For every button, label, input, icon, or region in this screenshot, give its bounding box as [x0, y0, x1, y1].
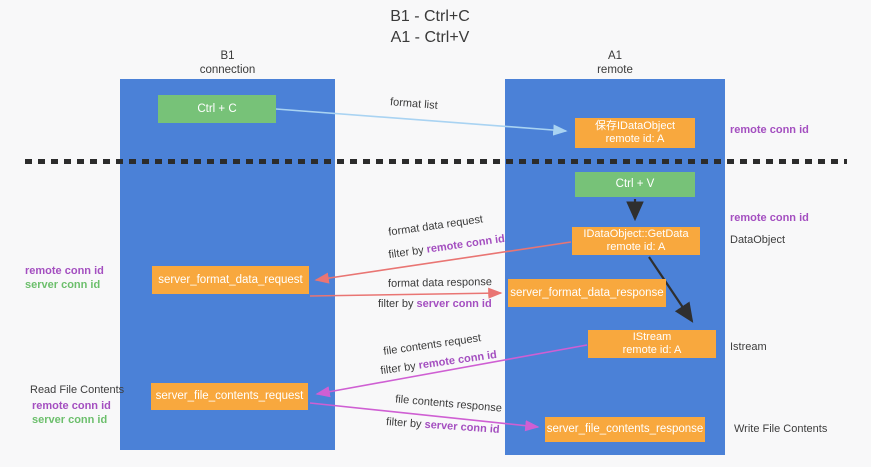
- ctrl-c-label: Ctrl + C: [197, 102, 237, 115]
- left-mid-conn-ids: remote conn id server conn id: [25, 264, 104, 292]
- diagram-title: B1 - Ctrl+C A1 - Ctrl+V: [0, 6, 860, 48]
- idataobject-getdata-box: IDataObject::GetData remote id: A: [572, 227, 700, 255]
- getdata-line2: remote id: A: [606, 241, 666, 253]
- ctrl-c-box: Ctrl + C: [158, 95, 276, 123]
- lane-header-b1: B1 connection: [120, 49, 335, 77]
- server-conn-id-key: server conn id: [416, 298, 492, 310]
- right-mid-remote-conn-id: remote conn id: [730, 212, 809, 224]
- file-contents-response-arrow: [309, 402, 540, 432]
- getdata-line1: IDataObject::GetData: [583, 228, 689, 240]
- title-line-2: A1 - Ctrl+V: [390, 29, 470, 46]
- getdata-to-istream-arrow: [648, 256, 694, 323]
- ctrl-v-box: Ctrl + V: [575, 172, 695, 197]
- format-data-response-arrow: [309, 287, 503, 299]
- lane-header-a1: A1 remote: [505, 49, 725, 77]
- server-format-data-request-label: server_format_data_request: [158, 273, 303, 286]
- format-list-arrow: [275, 108, 568, 136]
- left-mid-server-conn-id: server conn id: [25, 279, 101, 291]
- lane-b1-subtitle: connection: [199, 64, 256, 76]
- lane-b1-title: B1: [220, 50, 235, 62]
- separator-dashed-line: [25, 159, 847, 164]
- server-format-data-response-label: server_format_data_response: [510, 286, 664, 299]
- server-format-data-request-box: server_format_data_request: [152, 266, 309, 294]
- server-file-contents-request-label: server_file_contents_request: [155, 390, 304, 402]
- write-file-contents-label: Write File Contents: [734, 423, 828, 435]
- right-top-remote-conn-id: remote conn id: [730, 124, 809, 136]
- server-file-contents-response-label: server_file_contents_response: [546, 423, 704, 435]
- save-idataobject-line2: remote id: A: [605, 133, 665, 145]
- format-data-response-label: format data response: [387, 276, 493, 290]
- dataobject-label: DataObject: [730, 234, 786, 246]
- filter-prefix: filter by: [378, 298, 417, 310]
- server-file-contents-request-box: server_file_contents_request: [151, 383, 308, 410]
- file-contents-request-arrow: [315, 344, 588, 398]
- filter-by-server-conn-id-label-1: filter by server conn id: [378, 298, 492, 310]
- format-data-request-arrow: [314, 241, 572, 284]
- ctrl-v-label: Ctrl + V: [615, 178, 655, 190]
- save-idataobject-line1: 保存IDataObject: [594, 120, 676, 132]
- istream-line1: IStream: [632, 331, 672, 343]
- istream-line2: remote id: A: [622, 344, 682, 356]
- title-line-1: B1 - Ctrl+C: [390, 8, 470, 25]
- lane-a1-subtitle: remote: [597, 64, 633, 76]
- left-mid-remote-conn-id: remote conn id: [25, 265, 104, 277]
- left-bottom-remote-conn-id: remote conn id: [32, 400, 111, 412]
- server-format-data-response-box: server_format_data_response: [508, 279, 666, 307]
- left-bottom-server-conn-id: server conn id: [32, 414, 108, 426]
- read-file-contents-label: Read File Contents: [30, 384, 125, 396]
- lane-a1-title: A1: [607, 50, 623, 62]
- istream-side-label: Istream: [730, 341, 767, 353]
- left-bottom-conn-ids: remote conn id server conn id: [32, 399, 111, 427]
- server-file-contents-response-box: server_file_contents_response: [545, 417, 705, 442]
- save-idataobject-box: 保存IDataObject remote id: A: [575, 118, 695, 148]
- istream-box: IStream remote id: A: [588, 330, 716, 358]
